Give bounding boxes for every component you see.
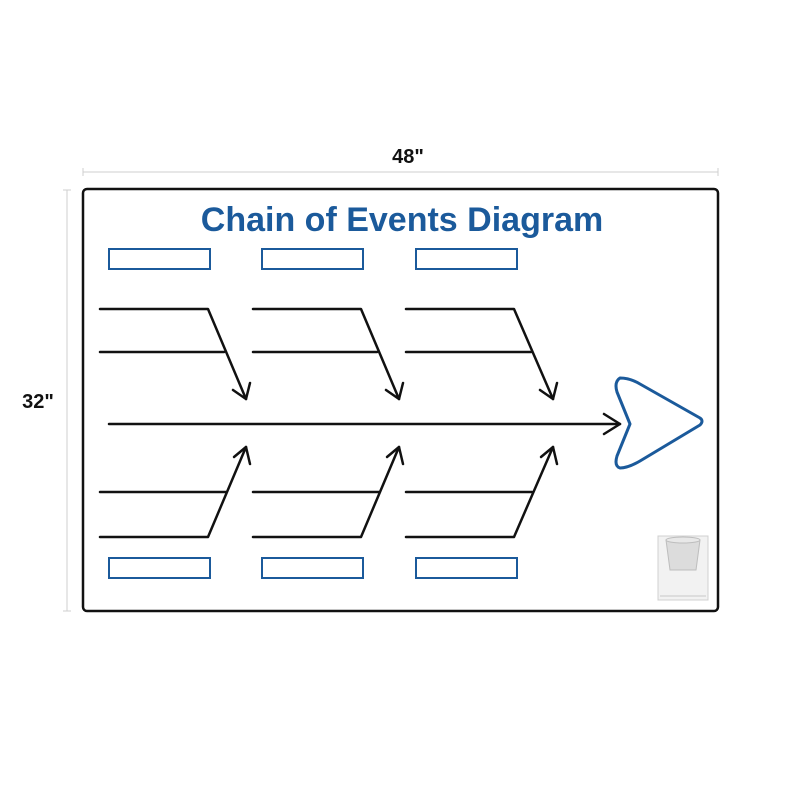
upper-branches: [98, 307, 559, 401]
upper-branch-2: [251, 307, 405, 401]
lower-branches: [98, 445, 559, 539]
main-spine-arrow: [107, 412, 622, 436]
marker-cup-icon: [657, 535, 709, 601]
top-label-boxes: [108, 248, 518, 270]
label-box-top-3: [415, 248, 518, 270]
whiteboard-frame: [81, 187, 720, 613]
upper-branch-3: [404, 307, 559, 401]
upper-branch-1: [98, 307, 252, 401]
label-box-top-2: [261, 248, 364, 270]
label-box-bottom-3: [415, 557, 518, 579]
lower-branch-2: [251, 445, 405, 539]
height-dimension-line: [63, 189, 71, 612]
width-dimension-line: [82, 168, 719, 176]
label-box-bottom-2: [261, 557, 364, 579]
lower-branch-1: [98, 445, 252, 539]
board-title: Chain of Events Diagram: [200, 201, 604, 239]
label-box-top-1: [108, 248, 211, 270]
height-dimension-label: 32": [22, 391, 54, 413]
width-dimension-label: 48": [392, 146, 424, 168]
arrowhead-icon: [614, 376, 704, 470]
bottom-label-boxes: [108, 557, 518, 579]
lower-branch-3: [404, 445, 559, 539]
label-box-bottom-1: [108, 557, 211, 579]
